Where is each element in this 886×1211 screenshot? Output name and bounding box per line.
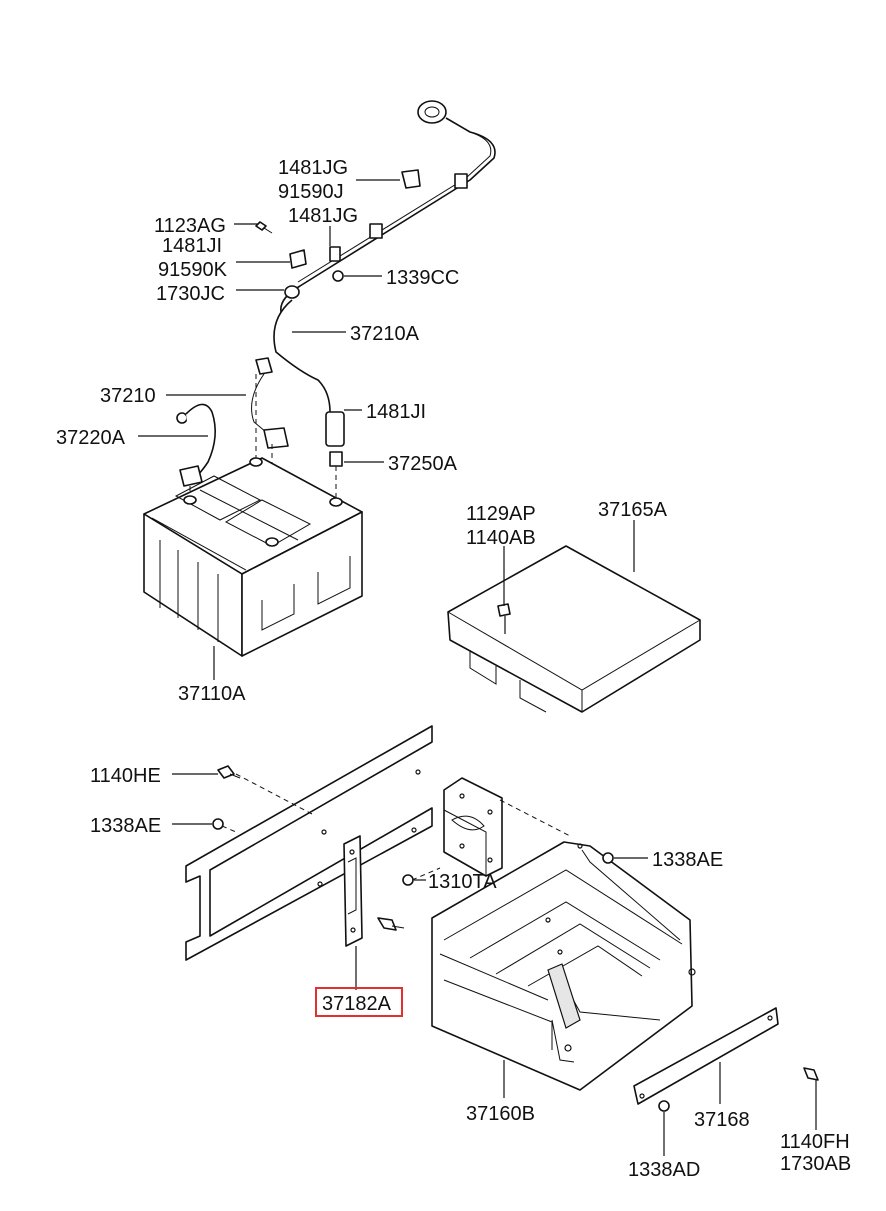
frame-rail: [185, 725, 433, 961]
strap-37168: [633, 1007, 779, 1105]
post-3: [329, 497, 343, 507]
label-1140ab[interactable]: 1140AB: [466, 527, 536, 549]
grommet: [284, 285, 300, 299]
highlight-box: [315, 987, 403, 1017]
screw-1123ag: [255, 221, 267, 231]
connector-1481ji: [325, 411, 345, 447]
label-1730jc[interactable]: 1730JC: [156, 283, 225, 305]
label-1730ab[interactable]: 1730AB: [780, 1153, 851, 1175]
nut-1338ae-left: [212, 818, 224, 830]
terminal-ring: [417, 100, 447, 124]
label-37110a[interactable]: 37110A: [178, 683, 246, 705]
part-labels: 1481JG 91590J 1123AG 1481JG 1481JI 91590…: [56, 157, 851, 1181]
loose-clip-1481ji: [289, 249, 307, 269]
bolt-1140fh: [803, 1067, 819, 1081]
fasteners: [212, 765, 819, 1112]
label-1338ae-a[interactable]: 1338AE: [90, 815, 161, 837]
terminal-clamp-upper: [255, 357, 273, 375]
loose-clip-1481jg: [401, 169, 421, 189]
label-37182a[interactable]: 37182A: [322, 993, 392, 1015]
battery-37110a: [143, 457, 363, 657]
label-37165a[interactable]: 37165A: [598, 499, 668, 521]
ground-clamp: [179, 465, 203, 487]
positive-post: [265, 537, 279, 547]
mount-bracket-body: [443, 777, 503, 877]
bolt-1140he: [217, 765, 235, 779]
cable-clip-3: [329, 246, 341, 262]
label-1123ag[interactable]: 1123AG: [154, 215, 226, 237]
nut-1338ae-right: [602, 852, 614, 864]
cable-clip-1: [454, 173, 468, 189]
nut-1339cc: [332, 270, 344, 282]
label-1140fh[interactable]: 1140FH: [780, 1131, 850, 1153]
main-cable: [280, 117, 496, 331]
label-1481ji-a[interactable]: 1481JI: [162, 235, 222, 257]
fuse-37250a: [329, 451, 343, 467]
battery-cover-37165a: [447, 545, 701, 713]
label-37220a[interactable]: 37220A: [56, 427, 126, 449]
label-1338ae-b[interactable]: 1338AE: [652, 849, 723, 871]
label-1339cc[interactable]: 1339CC: [386, 267, 459, 289]
frame-channel: [185, 725, 433, 961]
battery-tray-37160b: [431, 841, 696, 1091]
lower-cable: [273, 299, 331, 413]
terminal-clamp-lower: [263, 427, 289, 449]
battery-cable-assembly: [176, 100, 496, 540]
ground-cable: [185, 403, 216, 479]
negative-post: [183, 495, 197, 505]
nut-1310ta: [402, 874, 414, 886]
leader-lines: [138, 179, 817, 1156]
label-1129ap[interactable]: 1129AP: [466, 503, 536, 525]
bracket-37182a: [343, 835, 405, 947]
battery-side: [241, 511, 363, 657]
mount-bracket: [443, 777, 503, 877]
cable-clip-2: [369, 223, 383, 239]
label-1310ta[interactable]: 1310TA: [428, 871, 497, 893]
label-1338ad[interactable]: 1338AD: [628, 1159, 700, 1181]
label-1481jg-b[interactable]: 1481JG: [288, 205, 358, 227]
bracket-plate: [343, 835, 363, 947]
label-91590j[interactable]: 91590J: [278, 181, 344, 203]
label-1140he[interactable]: 1140HE: [90, 765, 161, 787]
label-1481ji-b[interactable]: 1481JI: [366, 401, 426, 423]
label-37210a[interactable]: 37210A: [350, 323, 420, 345]
bracket-bolt: [377, 917, 397, 931]
label-1481jg-a[interactable]: 1481JG: [278, 157, 348, 179]
cover-body: [447, 545, 701, 713]
cover-bolt: [497, 603, 511, 617]
label-37210[interactable]: 37210: [100, 385, 156, 407]
tray-hold-down: [547, 963, 581, 1029]
label-37250a[interactable]: 37250A: [388, 453, 458, 475]
ground-ring: [176, 412, 188, 424]
nut-1338ad: [658, 1100, 670, 1112]
strap-bar: [633, 1007, 779, 1105]
label-37160b[interactable]: 37160B: [466, 1103, 535, 1125]
post-2: [249, 457, 263, 467]
label-37168[interactable]: 37168: [694, 1109, 750, 1131]
label-91590k[interactable]: 91590K: [158, 259, 228, 281]
